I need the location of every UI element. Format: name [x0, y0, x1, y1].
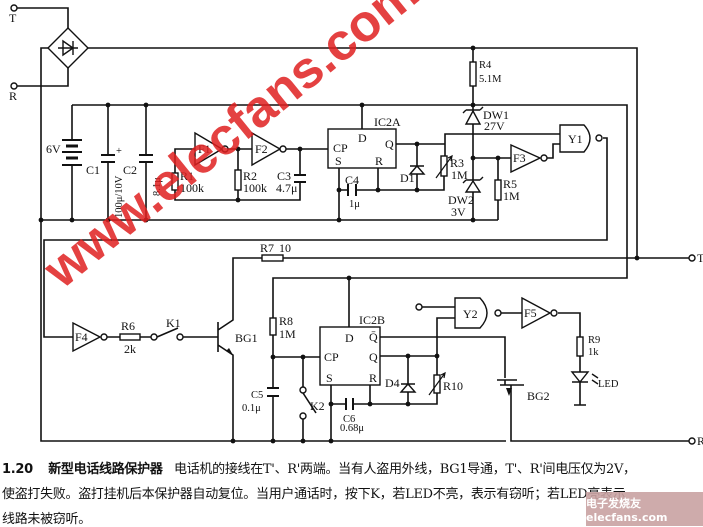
terminal-t-label: T: [9, 11, 17, 25]
f4-label: F4: [75, 330, 88, 344]
figure-title: 新型电话线路保护器: [48, 462, 163, 477]
caption-line-1: 1.20 新型电话线路保护器 电话机的接线在T'、R'两端。当有人盗用外线，BG…: [2, 458, 636, 477]
capacitor-icons: [101, 154, 357, 410]
bridge-rectifier-icon: [47, 27, 89, 69]
terminal-circles: [10, 4, 696, 445]
k2-label: K2: [310, 399, 325, 413]
site-logo: 电子发烧友 elecfans.com: [586, 492, 703, 526]
terminal-r-out-label: R': [697, 434, 703, 448]
c6-label: C6: [343, 414, 355, 425]
r3-label: R3: [450, 156, 464, 170]
r10-label: R10: [443, 379, 463, 393]
led-label: LED: [598, 379, 619, 390]
y2-label: Y2: [463, 307, 478, 321]
r2-value: 100k: [243, 181, 267, 195]
diode-icons: [399, 106, 599, 393]
nand-gate-icons: [454, 124, 603, 329]
switch-icons: [150, 333, 307, 420]
r3-value: 1M: [451, 168, 468, 182]
dw2-value: 3V: [451, 205, 466, 219]
figure-number: 1.20: [2, 462, 33, 477]
d1-label: D1: [400, 171, 415, 185]
r1-value: 100k: [180, 181, 204, 195]
k1-label: K1: [166, 316, 181, 330]
c3-value: 4.7μ: [276, 181, 297, 195]
r6-label: R6: [121, 319, 135, 333]
terminal-t-out-label: T': [697, 251, 703, 265]
ic2b-pin-cp: CP: [324, 350, 339, 364]
ic2b-pin-r: R: [369, 371, 377, 385]
f2-label: F2: [255, 142, 268, 156]
wires: [17, 7, 690, 442]
c5-label: C5: [251, 390, 263, 401]
potentiometer-arrows: [428, 154, 453, 396]
c1-value: 100μ/10V: [114, 175, 125, 218]
ic2a-box: [327, 128, 397, 169]
ic2a-pin-q: Q: [385, 137, 394, 151]
ic2b-label: IC2B: [359, 313, 385, 327]
r8-value: 1M: [279, 327, 296, 341]
battery-label: 6V: [46, 142, 61, 156]
bg2-label: BG2: [527, 389, 550, 403]
f1-label: F1: [198, 142, 211, 156]
r4-value: 5.1M: [479, 74, 502, 85]
bg1-label: BG1: [235, 331, 258, 345]
ic2b-pin-s: S: [326, 371, 333, 385]
terminal-r-label: R: [9, 89, 17, 103]
r5-label: R5: [503, 177, 517, 191]
ic2b-box: [319, 326, 381, 386]
ic2b-pin-q: Q: [369, 350, 378, 364]
f5-label: F5: [524, 306, 537, 320]
ic2b-pin-d: D: [345, 331, 354, 345]
c2-value: 8.1μ: [152, 177, 163, 196]
r4-label: R4: [479, 60, 492, 71]
c2-label: C2: [123, 163, 137, 177]
r7-value: 10: [279, 241, 291, 255]
caption-text-1: 电话机的接线在T'、R'两端。当有人盗用外线，BG1导通，T'、R'间电压仅为2…: [174, 462, 636, 477]
caption-line-3: 线路未被窃听。: [2, 512, 91, 527]
r8-label: R8: [279, 314, 293, 328]
f3-label: F3: [513, 151, 526, 165]
c6-value: 0.68μ: [340, 423, 364, 434]
ic2a-label: IC2A: [374, 115, 401, 129]
r5-value: 1M: [503, 189, 520, 203]
c3-label: C3: [277, 169, 291, 183]
inverter-icons: [72, 131, 558, 353]
c4-value: 1μ: [349, 199, 360, 210]
y1-label: Y1: [568, 132, 583, 146]
c1-plus: +: [116, 146, 122, 157]
dw1-value: 27V: [484, 119, 505, 133]
ic2b-pin-qbar: Q̄: [369, 330, 378, 344]
ic2a-pin-s: S: [335, 154, 342, 168]
c5-value: 0.1μ: [242, 403, 261, 414]
r2-label: R2: [243, 169, 257, 183]
r7-label: R7: [260, 241, 274, 255]
d4-label: D4: [385, 376, 400, 390]
junctions: [38, 45, 640, 444]
dw1-label: DW1: [483, 108, 509, 122]
r9-value: 1k: [588, 347, 599, 358]
ic2a-pin-cp: CP: [333, 141, 348, 155]
c1-label: C1: [86, 163, 100, 177]
ic2a-pin-r: R: [375, 154, 383, 168]
r9-label: R9: [588, 335, 600, 346]
c4-label: C4: [345, 173, 359, 187]
dw2-label: DW2: [448, 193, 474, 207]
resistor-icons: [119, 61, 584, 394]
caption-line-2: 使盗打失败。盗打挂机后本保护器自动复位。当用户通话时，按下K，若LED不亮，表示…: [2, 487, 626, 502]
r6-value: 2k: [124, 342, 136, 356]
r1-label: R1: [180, 169, 194, 183]
ic2a-pin-d: D: [358, 131, 367, 145]
battery-icon: [62, 139, 82, 166]
